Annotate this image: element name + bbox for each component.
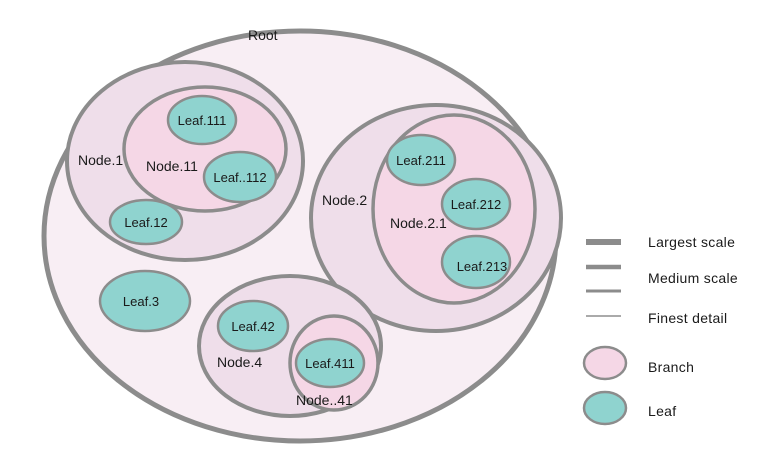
leaf-211-ellipse — [385, 133, 457, 187]
leaf-42-ellipse — [216, 299, 290, 353]
leaf-112-ellipse — [202, 150, 278, 204]
leaf-12-ellipse — [108, 198, 184, 246]
leaf-212-ellipse — [440, 177, 512, 231]
leaf-42-label: Leaf.42 — [231, 319, 274, 334]
legend-medium-scale-label: Medium scale — [648, 270, 738, 286]
node-41-label: Node..41 — [296, 392, 353, 408]
node-4-label: Node.4 — [217, 354, 262, 370]
legend-leaf-label: Leaf — [648, 403, 676, 419]
leaf-212-label: Leaf.212 — [451, 197, 502, 212]
leaf-3-label: Leaf.3 — [123, 294, 159, 309]
legend-branch-swatch — [582, 345, 628, 381]
node-11-label: Node.11 — [146, 158, 198, 174]
legend-largest-scale-label: Largest scale — [648, 234, 735, 250]
leaf-213-ellipse — [440, 234, 512, 290]
leaf-3-ellipse — [98, 269, 192, 333]
legend-leaf-swatch — [582, 390, 628, 426]
node-2-label: Node.2 — [322, 192, 367, 208]
leaf-111-label: Leaf.111 — [178, 113, 227, 128]
node-21-label: Node.2.1 — [390, 215, 447, 231]
node-1-label: Node.1 — [78, 152, 123, 168]
leaf-211-label: Leaf.211 — [396, 153, 446, 168]
leaf-111-ellipse — [166, 94, 238, 146]
legend: Largest scale Medium scale Finest detail… — [582, 234, 738, 426]
leaf-213-label: Leaf.213 — [457, 259, 508, 274]
legend-finest-detail-label: Finest detail — [648, 310, 727, 326]
leaf-12-label: Leaf.12 — [124, 215, 167, 230]
legend-branch-label: Branch — [648, 359, 694, 375]
root-label: Root — [248, 27, 278, 43]
leaf-411-label: Leaf.411 — [305, 356, 355, 371]
leaf-112-label: Leaf..112 — [213, 170, 266, 185]
leaf-411-ellipse — [294, 337, 366, 389]
